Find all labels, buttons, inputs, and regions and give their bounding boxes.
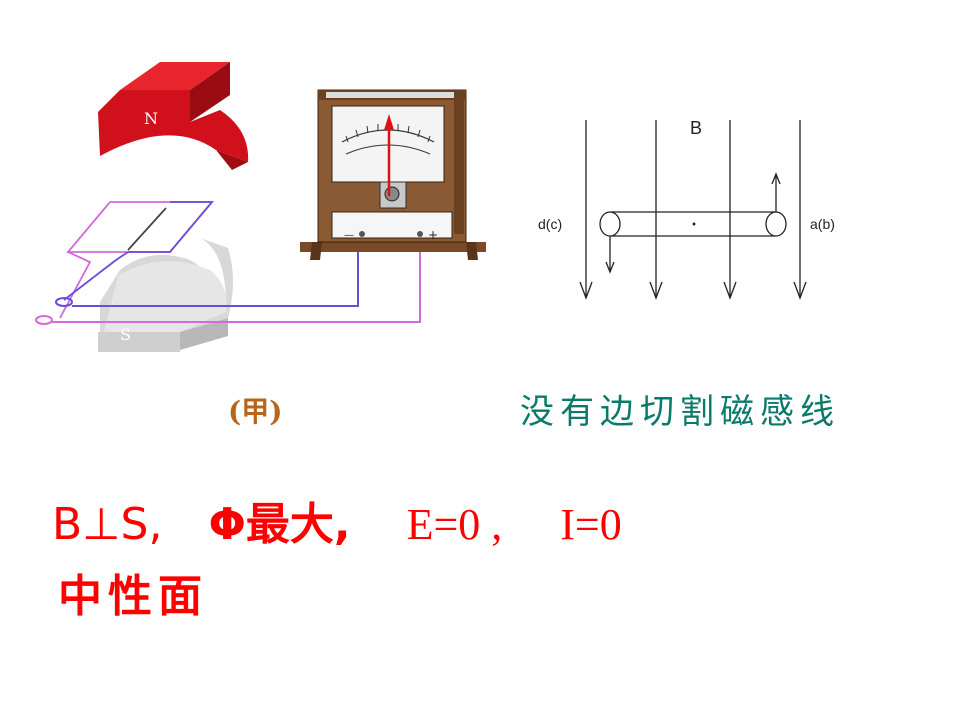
flux-max: Φ最大, [208,499,351,550]
no-cutting-note: 没有边切割磁感线 [520,392,840,432]
right-end-label: a(b) [810,216,835,232]
galvanometer: — + [300,89,486,260]
meter-minus-label: — [344,230,354,241]
field-label: B [690,118,702,138]
wire-pink [52,236,421,323]
formula-line: B⊥S, Φ最大, E=0 , I=0 [52,488,622,552]
field-lines [579,120,807,300]
coil-cross-section [599,172,787,274]
south-pole-magnet: S [98,238,233,352]
meter-plus-label: + [428,228,438,242]
south-label: S [120,325,131,344]
left-end-label: d(c) [538,216,562,232]
wire-blue [72,236,359,307]
north-pole-magnet: N [98,62,249,170]
figure-caption: (甲) [228,395,283,428]
north-label: N [144,109,158,128]
b-perp-s: B⊥S, [52,499,163,550]
current-zero: I=0 [560,500,622,549]
coil [59,201,214,319]
neutral-plane-label: 中性面 [58,571,208,622]
generator-figure: N S [35,62,486,352]
emf-zero: E=0 , [406,500,503,549]
slip-rings [35,297,73,325]
field-diagram: B d(c) a(b) [538,118,835,300]
